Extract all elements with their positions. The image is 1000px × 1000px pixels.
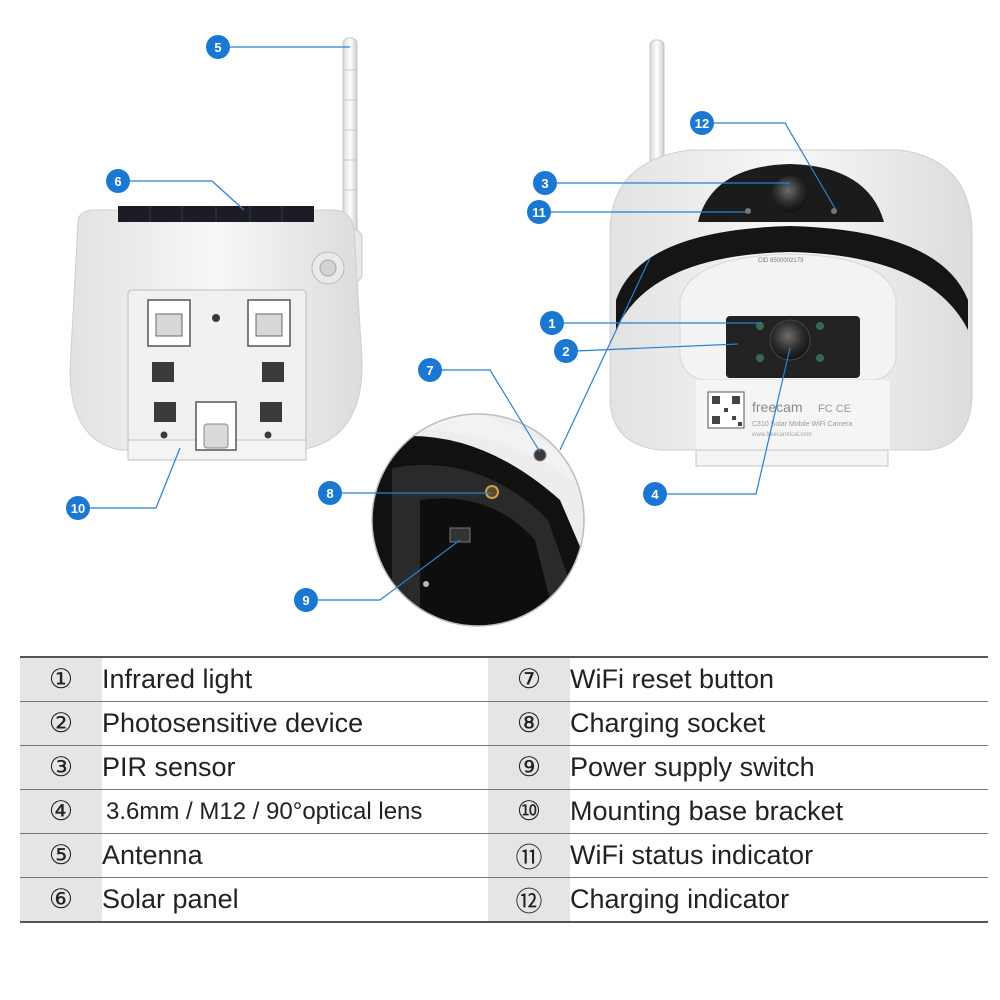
table-row: ⑥ Solar panel ⑫ Charging indicator xyxy=(20,877,988,922)
legend-label: Infrared light xyxy=(102,657,488,702)
serial-text: CID 8500002173 xyxy=(758,258,804,264)
callout-8: 8 xyxy=(318,481,342,505)
parts-legend-table: ① Infrared light ⑦ WiFi reset button ② P… xyxy=(20,656,988,923)
legend-label: 3.6mm / M12 / 90°optical lens xyxy=(102,789,488,834)
callout-badges: 5 6 10 7 8 9 12 3 11 1 2 4 xyxy=(66,35,714,612)
legend-label: Mounting base bracket xyxy=(570,789,988,834)
svg-text:11: 11 xyxy=(532,205,546,220)
svg-text:6: 6 xyxy=(114,174,121,189)
legend-label: Photosensitive device xyxy=(102,701,488,746)
legend-number: ② xyxy=(20,701,102,746)
product-diagram: freecam FC CE C310 Solar Mobile WiFi Cam… xyxy=(66,35,973,627)
legend-number: ⑫ xyxy=(488,877,570,922)
legend-number: ⑧ xyxy=(488,701,570,746)
legend-number: ① xyxy=(20,657,102,702)
callout-6: 6 xyxy=(106,169,130,193)
legend-label: Antenna xyxy=(102,833,488,878)
callout-9: 9 xyxy=(294,588,318,612)
legend-number: ⑪ xyxy=(488,833,570,878)
callout-1: 1 xyxy=(540,311,564,335)
callout-5: 5 xyxy=(206,35,230,59)
camera-front-view: freecam FC CE C310 Solar Mobile WiFi Cam… xyxy=(609,39,973,467)
callout-10: 10 xyxy=(66,496,90,520)
legend-number: ④ xyxy=(20,789,102,834)
svg-text:5: 5 xyxy=(214,40,221,55)
cert-marks: FC CE xyxy=(818,403,851,415)
table-row: ② Photosensitive device ⑧ Charging socke… xyxy=(20,701,988,746)
brand-text: freecam xyxy=(752,399,803,415)
callout-7: 7 xyxy=(418,358,442,382)
legend-label: WiFi status indicator xyxy=(570,833,988,878)
legend-number: ⑥ xyxy=(20,877,102,922)
legend-number: ⑤ xyxy=(20,833,102,878)
table-row: ③ PIR sensor ⑨ Power supply switch xyxy=(20,745,988,790)
optical-lens xyxy=(769,319,811,361)
callout-11: 11 xyxy=(527,200,551,224)
legend-label: Charging indicator xyxy=(570,877,988,922)
legend-number: ③ xyxy=(20,745,102,790)
legend-label: WiFi reset button xyxy=(570,657,988,702)
pir-sensor xyxy=(772,176,808,212)
callout-2: 2 xyxy=(554,339,578,363)
svg-text:3: 3 xyxy=(541,176,548,191)
legend-number: ⑦ xyxy=(488,657,570,702)
svg-text:1: 1 xyxy=(548,316,555,331)
svg-text:9: 9 xyxy=(302,593,309,608)
legend-label: PIR sensor xyxy=(102,745,488,790)
svg-text:8: 8 xyxy=(326,486,333,501)
charging-socket xyxy=(485,485,499,499)
charging-led xyxy=(831,208,837,214)
svg-text:2: 2 xyxy=(562,344,569,359)
camera-rear-view xyxy=(69,37,363,461)
legend-number: ⑩ xyxy=(488,789,570,834)
legend-label: Charging socket xyxy=(570,701,988,746)
svg-text:7: 7 xyxy=(426,363,433,378)
power-switch xyxy=(449,527,471,543)
table-row: ④ 3.6mm / M12 / 90°optical lens ⑩ Mounti… xyxy=(20,789,988,834)
legend-label: Solar panel xyxy=(102,877,488,922)
zoom-detail xyxy=(371,413,585,627)
svg-text:10: 10 xyxy=(71,501,85,516)
leader-lines xyxy=(88,46,837,601)
svg-text:12: 12 xyxy=(695,116,709,131)
callout-12: 12 xyxy=(690,111,714,135)
table-row: ⑤ Antenna ⑪ WiFi status indicator xyxy=(20,833,988,878)
model-text: C310 Solar Mobile WiFi Camera xyxy=(752,421,852,428)
legend-number: ⑨ xyxy=(488,745,570,790)
website-text: www.freecamtical.com xyxy=(751,432,812,438)
wifi-status-led xyxy=(745,208,751,214)
svg-text:4: 4 xyxy=(651,487,659,502)
table-row: ① Infrared light ⑦ WiFi reset button xyxy=(20,657,988,702)
callout-3: 3 xyxy=(533,171,557,195)
wifi-reset-button xyxy=(533,448,547,462)
callout-4: 4 xyxy=(643,482,667,506)
legend-label: Power supply switch xyxy=(570,745,988,790)
